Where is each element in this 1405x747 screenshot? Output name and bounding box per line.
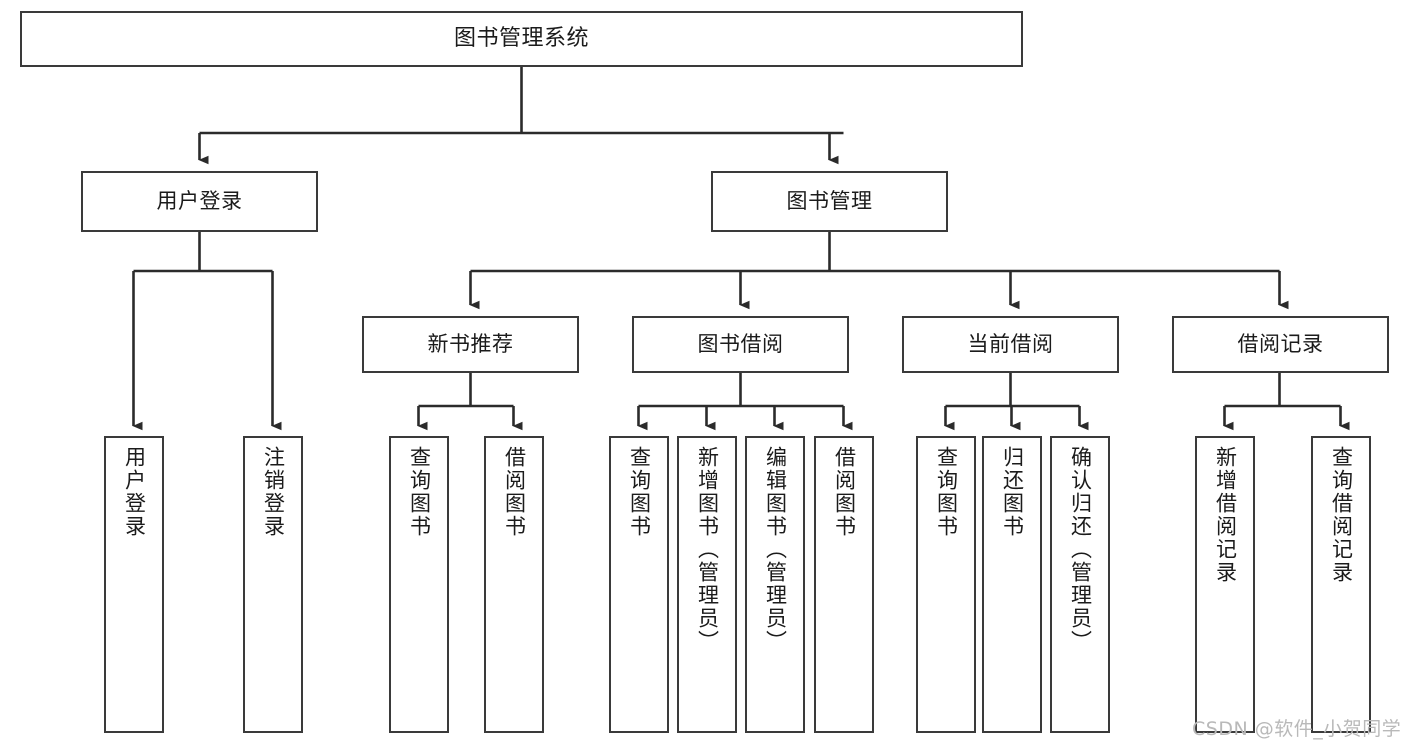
node-leaf-user-login-label: 用户登录 [122,446,147,538]
node-leaf-query-record-label: 查询借阅记录 [1329,446,1354,584]
node-new-book-recommend-label: 新书推荐 [427,332,514,357]
node-leaf-confirm-return-label: 确认归还（管理员） [1068,446,1093,653]
node-book-management-label: 图书管理 [786,189,873,214]
node-leaf-add-book-label: 新增图书（管理员） [695,446,720,653]
node-book-borrow[interactable]: 图书借阅 [632,316,849,373]
node-leaf-confirm-return[interactable]: 确认归还（管理员） [1050,436,1110,733]
node-leaf-query-book-2-label: 查询图书 [627,446,652,538]
node-current-borrow[interactable]: 当前借阅 [902,316,1119,373]
node-leaf-edit-book[interactable]: 编辑图书（管理员） [745,436,805,733]
node-leaf-query-book-1[interactable]: 查询图书 [389,436,449,733]
node-leaf-query-book-2[interactable]: 查询图书 [609,436,669,733]
node-current-borrow-label: 当前借阅 [967,332,1054,357]
node-root[interactable]: 图书管理系统 [20,11,1023,67]
node-leaf-query-record[interactable]: 查询借阅记录 [1311,436,1371,733]
node-new-book-recommend[interactable]: 新书推荐 [362,316,579,373]
node-leaf-add-record-label: 新增借阅记录 [1213,446,1238,584]
node-leaf-query-book-3-label: 查询图书 [934,446,959,538]
node-borrow-record-label: 借阅记录 [1237,332,1324,357]
node-leaf-logout-login[interactable]: 注销登录 [243,436,303,733]
node-leaf-user-login[interactable]: 用户登录 [104,436,164,733]
node-leaf-add-book[interactable]: 新增图书（管理员） [677,436,737,733]
node-book-borrow-label: 图书借阅 [697,332,784,357]
node-leaf-logout-login-label: 注销登录 [261,446,286,538]
node-leaf-query-book-3[interactable]: 查询图书 [916,436,976,733]
node-leaf-add-record[interactable]: 新增借阅记录 [1195,436,1255,733]
node-leaf-borrow-book-1[interactable]: 借阅图书 [484,436,544,733]
node-leaf-borrow-book-1-label: 借阅图书 [502,446,527,538]
node-leaf-borrow-book-2-label: 借阅图书 [832,446,857,538]
csdn-watermark: CSDN @软件_小贺同学 [1192,718,1402,740]
node-root-label: 图书管理系统 [453,26,589,52]
node-book-management[interactable]: 图书管理 [711,171,948,232]
node-leaf-borrow-book-2[interactable]: 借阅图书 [814,436,874,733]
node-borrow-record[interactable]: 借阅记录 [1172,316,1389,373]
node-leaf-return-book[interactable]: 归还图书 [982,436,1042,733]
node-user-login[interactable]: 用户登录 [81,171,318,232]
node-leaf-return-book-label: 归还图书 [1000,446,1025,538]
node-leaf-query-book-1-label: 查询图书 [407,446,432,538]
node-leaf-edit-book-label: 编辑图书（管理员） [763,446,788,653]
node-user-login-label: 用户登录 [156,189,243,214]
